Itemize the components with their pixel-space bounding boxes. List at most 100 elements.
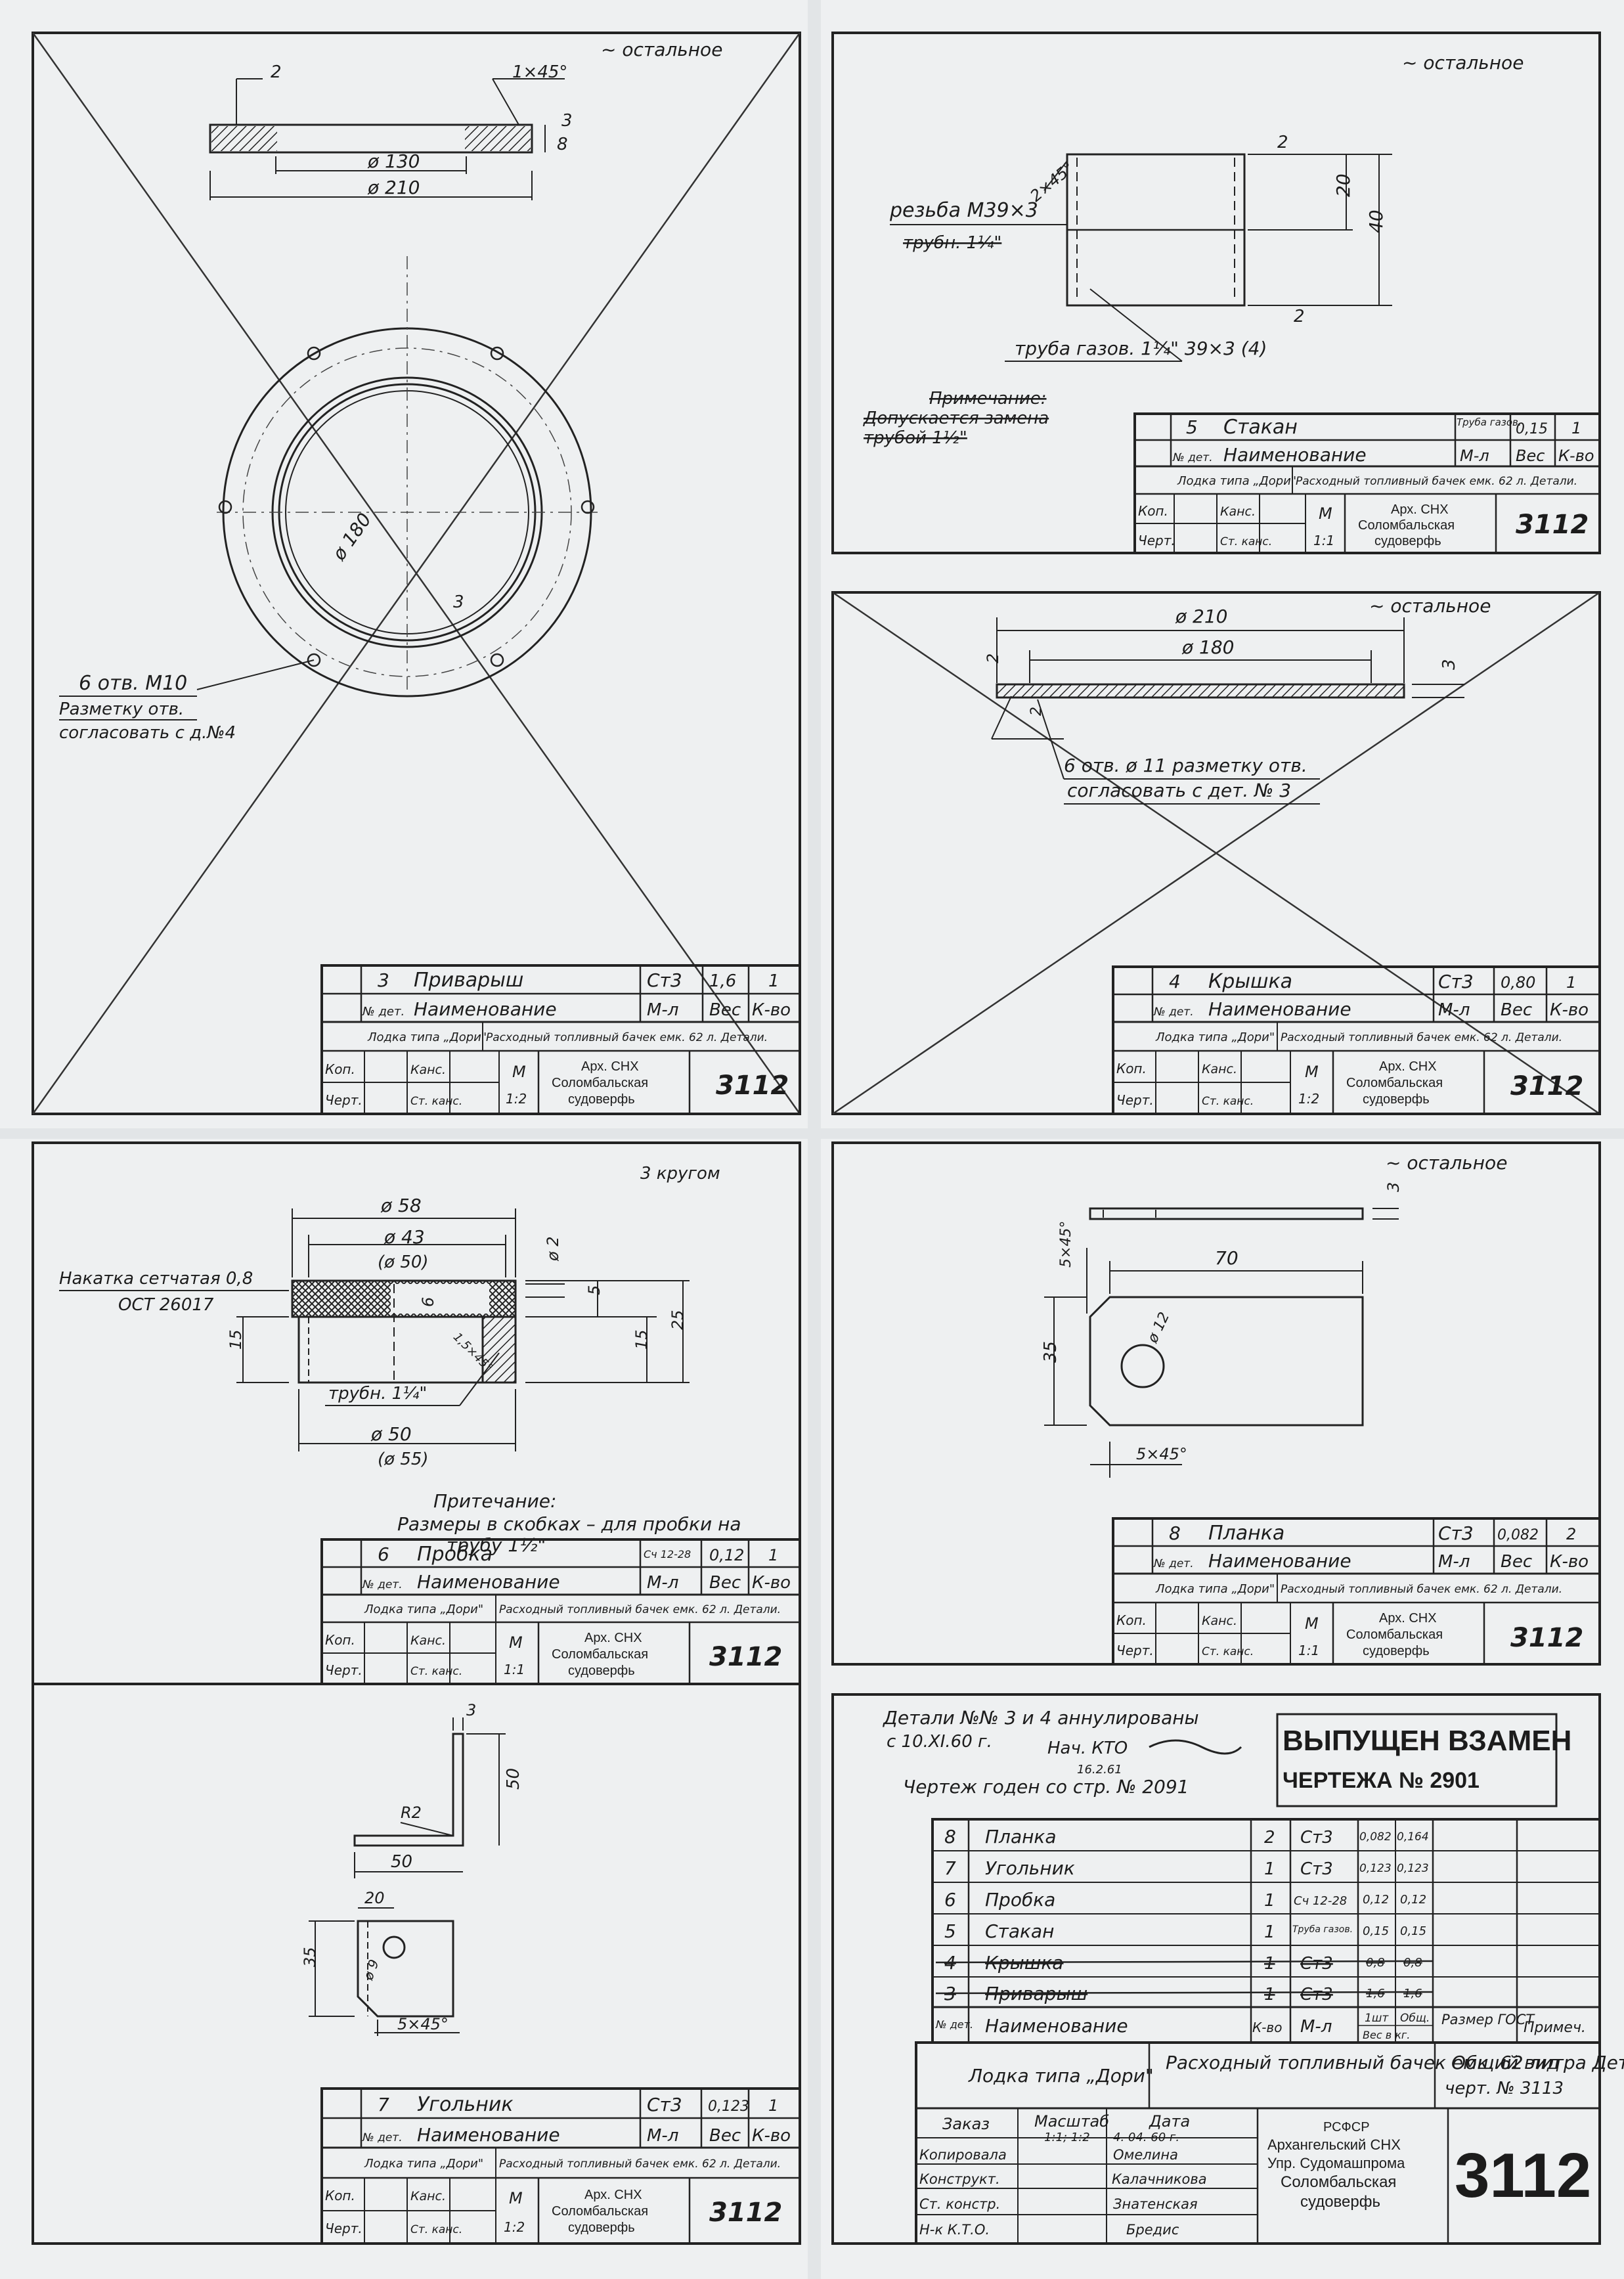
svg-text:Черт.: Черт. [1116,1643,1154,1658]
svg-text:1: 1 [1566,973,1576,992]
svg-text:М-л: М-л [1460,447,1489,465]
parts-list-table: 8 Планка 2 Ст3 0,082 0,164 7 Угольник 1 … [931,1818,1601,2044]
svg-text:Упр. Судомашпрома: Упр. Судомашпрома [1267,2155,1405,2171]
svg-text:согласовать с дет. № 3: согласовать с дет. № 3 [1067,780,1291,801]
svg-text:Труба газов.: Труба газов. [1457,416,1522,428]
svg-text:№ дет.: № дет. [935,2018,973,2031]
svg-text:М-л: М-л [647,2126,678,2146]
svg-text:Расходный топливный бачек емк.: Расходный топливный бачек емк. 62 л. Дет… [499,1603,781,1616]
svg-text:Общ.: Общ. [1400,2012,1430,2025]
svg-text:0,8: 0,8 [1403,1956,1422,1970]
struck-remark: Примечание: Допускается замена трубой 1½… [863,389,1049,448]
svg-text:Сч 12-28: Сч 12-28 [644,1548,691,1560]
svg-text:судоверфь: судоверфь [568,2221,635,2235]
svg-text:Канс.: Канс. [410,2189,446,2203]
svg-text:Н-к К.Т.О.: Н-к К.Т.О. [919,2222,990,2238]
svg-text:Лодка типа „Дори": Лодка типа „Дори" [1155,1582,1275,1596]
dim-rough-inner: 3 [453,592,464,612]
svg-text:Ст. канс.: Ст. канс. [1202,1645,1254,1658]
svg-text:Наименование: Наименование [1208,1550,1351,1572]
surface-note: ~ остальное [601,39,722,60]
svg-text:Знатенская: Знатенская [1113,2196,1198,2212]
svg-text:Соломбальская: Соломбальская [1346,1076,1443,1090]
plug-remark: Притечание: Размеры в скобках – для проб… [397,1490,741,1556]
svg-text:Черт.: Черт. [1116,1092,1154,1108]
svg-text:К-во: К-во [1550,1552,1589,1572]
panel-part-6: 3 кругом [32,1141,801,1685]
svg-text:судоверфь: судоверфь [1363,1092,1430,1107]
svg-text:2: 2 [1566,1525,1576,1543]
svg-text:Арх. СНХ: Арх. СНХ [584,1631,642,1645]
svg-text:Накатка сетчатая 0,8: Накатка сетчатая 0,8 [59,1269,253,1289]
svg-text:3112: 3112 [716,1071,789,1101]
svg-text:ø 50: ø 50 [370,1423,412,1445]
panel-part-7: 3 50 R2 50 20 35 ø 9 5×45° [32,1683,801,2245]
svg-text:К-во: К-во [752,1573,791,1593]
rough-round-note: 3 кругом [640,1164,720,1184]
svg-text:№ дет.: № дет. [1172,451,1213,464]
svg-text:3: 3 [1439,659,1459,670]
svg-text:1,6: 1,6 [709,971,736,991]
hole-note: 6 отв. М10 Разметку отв. согласовать с д… [59,672,236,743]
svg-text:судоверфь: судоверфь [568,1092,635,1107]
svg-text:0,082: 0,082 [1359,1830,1392,1844]
svg-text:1:1: 1:1 [1298,1643,1319,1658]
svg-text:0,15: 0,15 [1363,1924,1389,1938]
main-title-block: Лодка типа „Дори" Расходный топливный ба… [915,2041,1624,2245]
svg-text:Нач. КТО: Нач. КТО [1047,1738,1128,1758]
svg-text:Вес: Вес [709,1573,741,1593]
annul-note: Детали №№ 3 и 4 аннулированы с 10.XI.60 … [882,1707,1242,1798]
svg-text:Арх. СНХ: Арх. СНХ [581,1059,639,1074]
svg-text:ø 180: ø 180 [1181,636,1234,658]
svg-text:6: 6 [419,1297,437,1307]
svg-text:Арх. СНХ: Арх. СНХ [1379,1611,1437,1626]
svg-text:К-во: К-во [752,2126,791,2146]
dim-hole-circle: ø 180 [328,509,376,565]
svg-text:Коп.: Коп. [325,2188,355,2203]
svg-text:16.2.61: 16.2.61 [1077,1763,1122,1777]
svg-text:Вес: Вес [709,1000,741,1020]
parts-row-3-struck: 3 Приварыш 1 Ст3 1,6 1,6 [935,1983,1434,2004]
svg-text:1:2: 1:2 [504,2219,525,2235]
svg-text:Коп.: Коп. [325,1061,355,1077]
svg-text:Лодка типа „Дори": Лодка типа „Дори" [1177,474,1296,488]
svg-text:0,123: 0,123 [708,2098,749,2115]
svg-text:0,8: 0,8 [1366,1956,1385,1970]
svg-text:Разметку отв.: Разметку отв. [59,699,184,719]
svg-text:Калачникова: Калачникова [1112,2171,1207,2187]
svg-text:судоверфь: судоверфь [568,1664,635,1678]
svg-text:Лодка типа „Дори": Лодка типа „Дори" [364,1603,483,1616]
svg-text:1: 1 [768,2096,778,2115]
svg-text:3112: 3112 [709,2198,782,2228]
flange-section-view: 2 1×45° 3 8 ø 130 ø 210 [209,62,573,200]
svg-text:35: 35 [1041,1341,1061,1363]
svg-text:1: 1 [1264,1922,1275,1942]
svg-text:Притечание:: Притечание: [433,1490,556,1512]
svg-text:5: 5 [944,1920,956,1942]
svg-text:1: 1 [1264,1891,1275,1911]
svg-text:0,15: 0,15 [1516,421,1548,437]
pipe-note: трубн. 1¼" [328,1384,427,1404]
svg-text:7: 7 [378,2094,389,2115]
title-block-part-8: 8 Планка Ст3 0,082 2 № дет. Наименование… [1112,1517,1601,1666]
title-block-part-4: 4 Крышка Ст3 0,80 1 № дет. Наименование … [1112,965,1601,1115]
svg-text:Канс.: Канс. [410,1063,446,1077]
svg-text:0,164: 0,164 [1397,1830,1429,1844]
hole-note: 6 отв. ø 11 разметку отв. согласовать с … [1037,699,1320,805]
svg-text:Детали №№ 3 и 4 аннулированы: Детали №№ 3 и 4 аннулированы [882,1707,1199,1729]
svg-text:Ст3: Ст3 [1438,971,1474,992]
svg-text:Расходный топливный бачек емк.: Расходный топливный бачек емк. 62 л. Дет… [1281,1583,1562,1596]
title-block-part-6: 6 Пробка Сч 12-28 0,12 1 № дет. Наименов… [320,1538,801,1685]
svg-text:Черт.: Черт. [325,2221,362,2236]
parts-row-8: 8 Планка 2 Ст3 0,082 0,164 [944,1826,1429,1848]
svg-text:Канс.: Канс. [410,1633,446,1648]
svg-text:судоверфь: судоверфь [1374,534,1441,548]
svg-text:1шт: 1шт [1365,2012,1389,2025]
cover-section-view: ø 210 ø 180 3 2 2 [984,606,1464,740]
svg-text:Вес в кг.: Вес в кг. [1363,2029,1410,2041]
panel-part-3: ~ остальное 2 1×45° 3 8 ø 130 ø 210 [32,32,801,1115]
svg-text:Арх. СНХ: Арх. СНХ [1391,502,1449,517]
svg-text:25: 25 [669,1310,687,1330]
svg-text:Канс.: Канс. [1202,1062,1237,1076]
